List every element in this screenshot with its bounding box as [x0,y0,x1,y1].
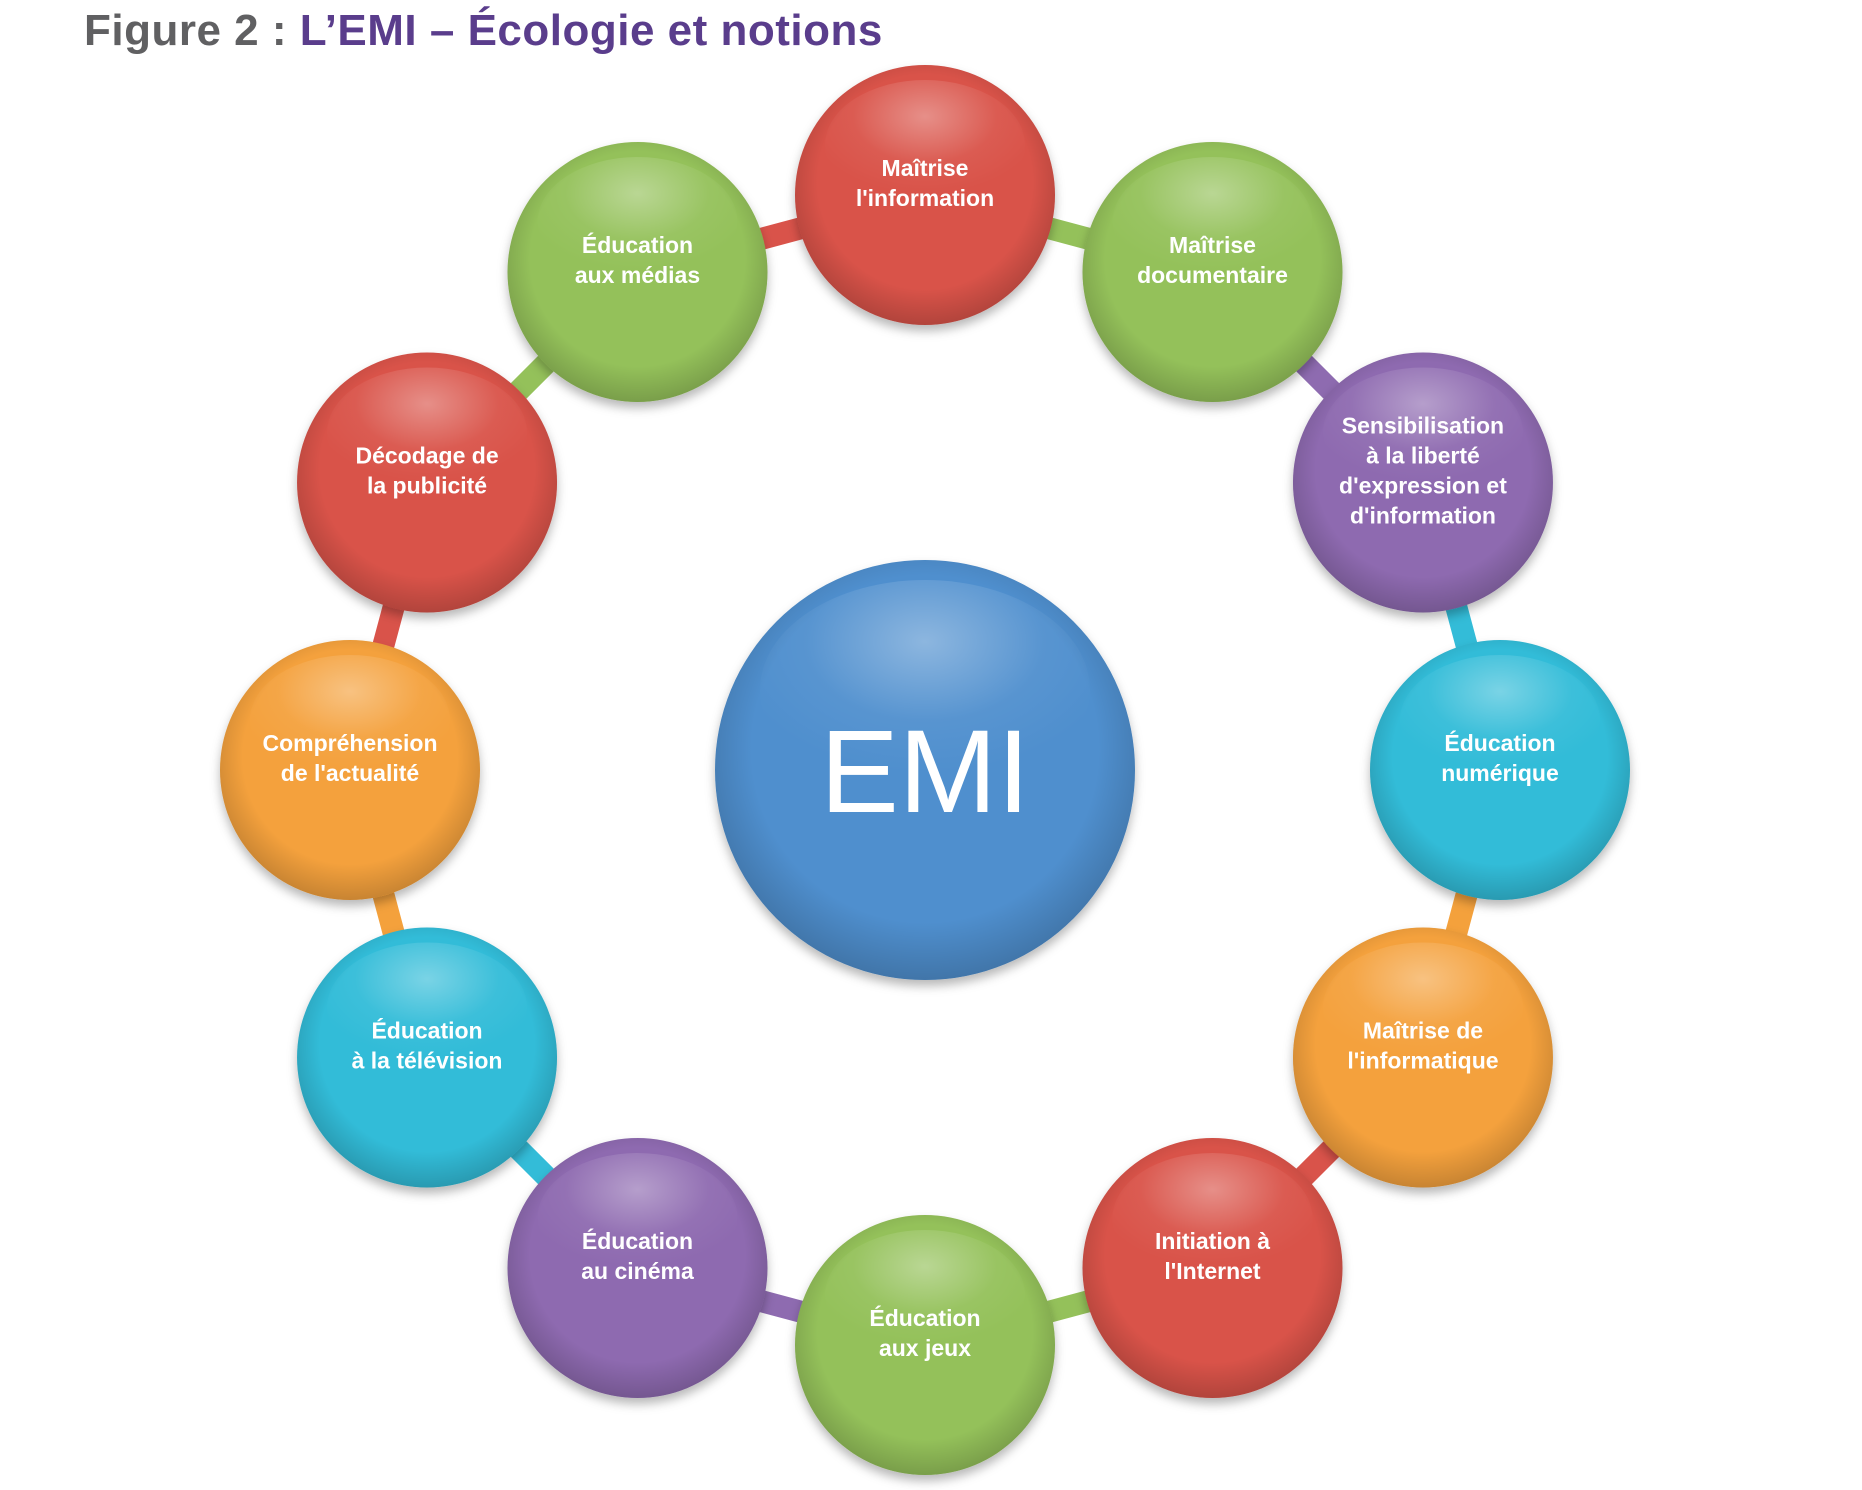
center-label: EMI [820,706,1030,838]
node-sensibilisation-liberte: Sensibilisation à la liberté d'expression … [1292,352,1553,613]
node-label-line: à la liberté [1366,443,1480,469]
node-label-line: Sensibilisation [1342,413,1504,439]
node-comprehension-actualite: Compréhension de l'actualité [220,640,480,900]
node-label-line: l'informatique [1347,1048,1498,1074]
node-maitrise-documentaire: Maîtrise documentaire [1082,142,1343,403]
center-circle: EMI [715,560,1135,980]
figure-number: Figure 2 : [84,6,300,55]
node-label-line: Éducation [582,231,693,258]
node-maitrise-information: Maîtrise l'information [795,65,1055,325]
node-label-line: aux jeux [879,1335,971,1361]
node-label-line: d'information [1350,503,1496,529]
node-label-line: Maîtrise [882,155,969,181]
node-label-line: Éducation [582,1227,693,1254]
node-education-cinema: Éducation au cinéma [507,1137,768,1398]
node-label-line: de l'actualité [281,760,419,786]
node-label-line: Éducation [869,1304,980,1331]
node-label-line: l'Internet [1164,1258,1261,1284]
ring-nodes: Maîtrisel'informationMaîtrisedocumentair… [220,65,1630,1475]
node-label-line: Éducation [1444,729,1555,756]
node-label-line: documentaire [1137,262,1288,288]
node-label-line: Décodage de [355,443,498,469]
node-label-line: la publicité [367,473,487,499]
node-label-line: l'information [856,185,994,211]
node-education-television: Éducation à la télévision [297,927,558,1188]
figure-caption: L’EMI – Écologie et notions [299,6,883,55]
node-education-numerique: Éducation numérique [1370,640,1630,900]
node-label-line: à la télévision [352,1048,503,1074]
node-label-line: Compréhension [262,730,437,756]
node-label-line: aux médias [575,262,700,288]
node-label-line: Maîtrise de [1363,1018,1483,1044]
node-education-jeux: Éducation aux jeux [795,1215,1055,1475]
node-label-line: Éducation [371,1017,482,1044]
node-label-line: au cinéma [581,1258,694,1284]
node-label-line: Initiation à [1155,1228,1270,1254]
node-decodage-publicite: Décodage de la publicité [297,352,558,613]
figure-title: Figure 2 : L’EMI – Écologie et notions [84,6,883,56]
node-label-line: d'expression et [1339,473,1507,499]
node-maitrise-informatique: Maîtrise de l'informatique [1292,927,1553,1188]
node-education-medias: Éducation aux médias [507,142,768,403]
node-initiation-internet: Initiation à l'Internet [1082,1137,1343,1398]
node-label-line: numérique [1441,760,1559,786]
node-label-line: Maîtrise [1169,232,1256,258]
